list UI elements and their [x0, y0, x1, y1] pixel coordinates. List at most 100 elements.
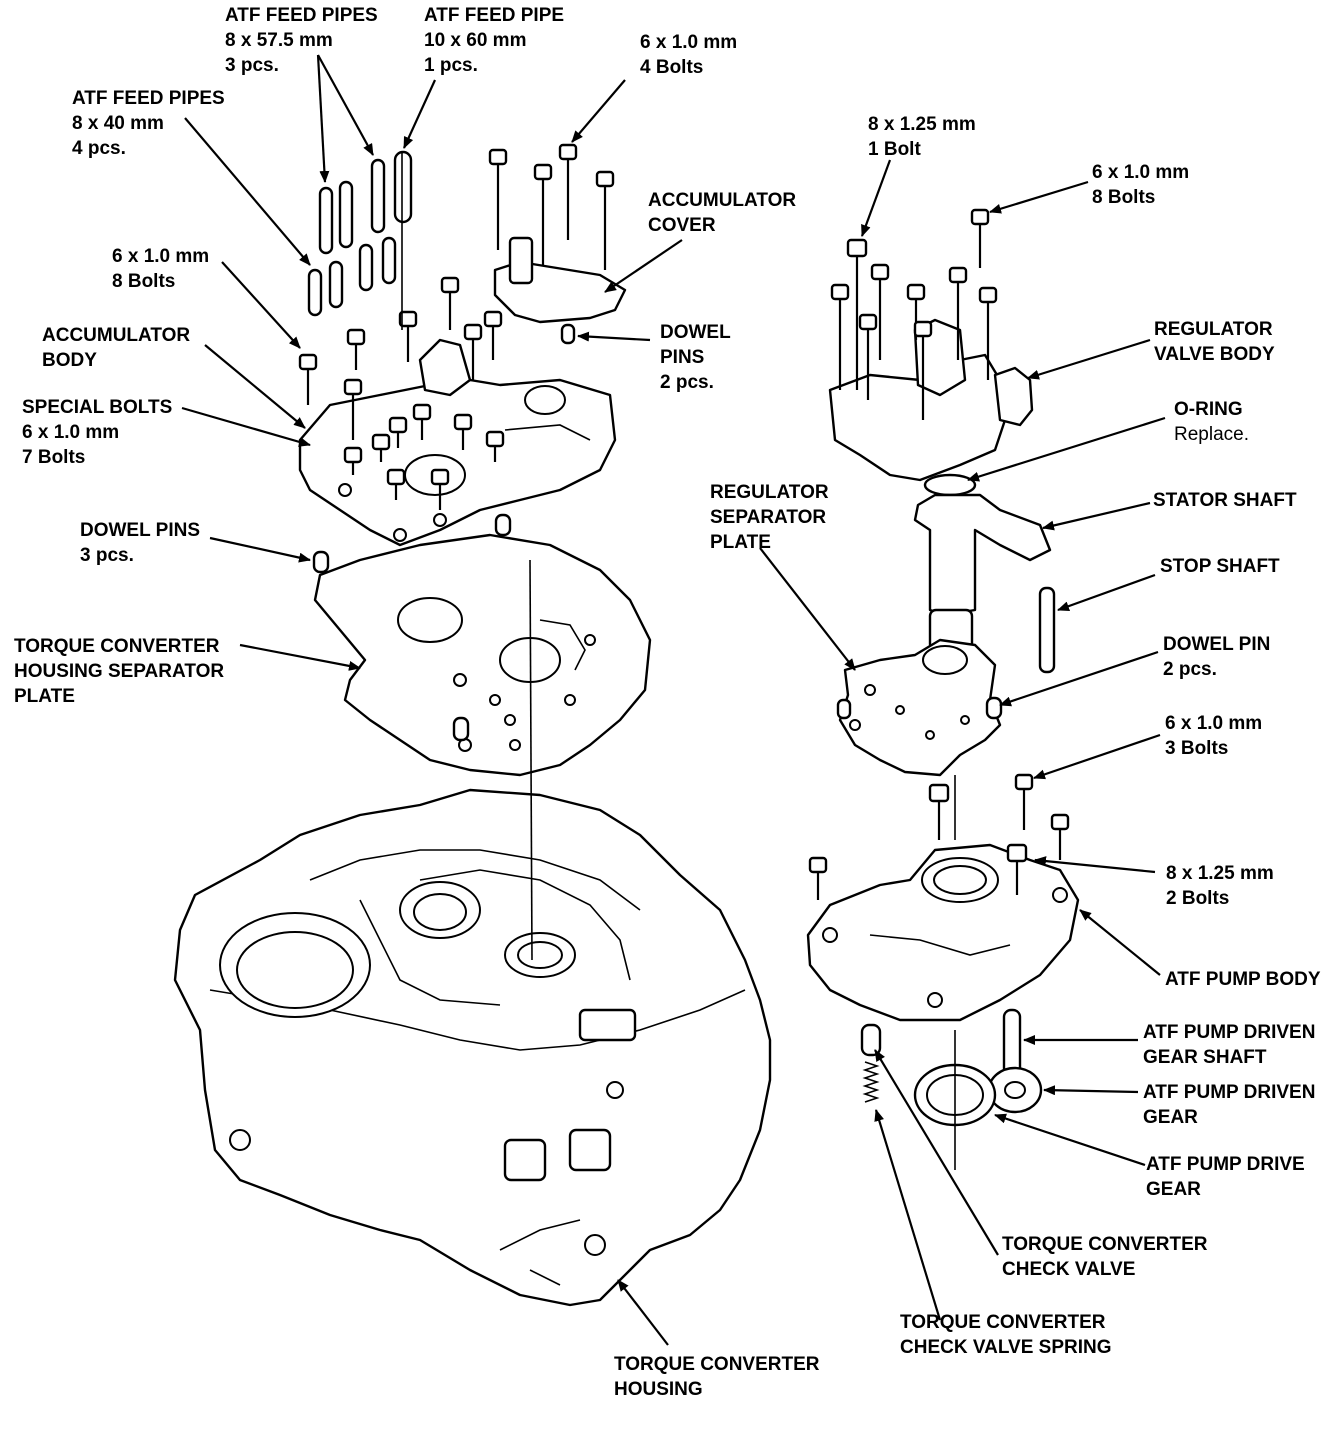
- atf-feed-pipes: [307, 150, 413, 317]
- regulator-valve-body: [828, 208, 1034, 482]
- label-bolts-6x1-4: 6 x 1.0 mm 4 Bolts: [640, 30, 737, 80]
- label-bolts-6x1-8-right: 6 x 1.0 mm 8 Bolts: [1092, 160, 1189, 210]
- label-line: 6 x 1.0 mm: [112, 246, 210, 267]
- label-line: 8 x 1.25 mm: [1166, 863, 1274, 884]
- label-line: ATF FEED PIPES: [72, 88, 225, 109]
- label-line: COVER: [648, 215, 716, 236]
- label-accumulator-cover: ACCUMULATOR COVER: [648, 188, 796, 238]
- regulator-separator-plate: [836, 638, 1003, 777]
- label-atf-feed-pipes-40: ATF FEED PIPES 8 x 40 mm 4 pcs.: [72, 86, 225, 161]
- label-line: SEPARATOR: [710, 507, 827, 528]
- label-stator-shaft: STATOR SHAFT: [1153, 488, 1297, 513]
- label-line: 3 pcs.: [80, 545, 134, 566]
- label-atf-pump-driven-gear-shaft: ATF PUMP DRIVEN GEAR SHAFT: [1143, 1020, 1315, 1070]
- label-line: DOWEL PIN: [1163, 634, 1271, 655]
- label-atf-feed-pipe-60: ATF FEED PIPE 10 x 60 mm 1 pcs.: [424, 3, 564, 78]
- leader-lines: [181, 54, 1166, 1346]
- label-bolts-8x1-25-2: 8 x 1.25 mm 2 Bolts: [1166, 861, 1274, 911]
- label-line: 6 x 1.0 mm: [22, 422, 120, 443]
- label-line: 6 x 1.0 mm: [1092, 162, 1190, 183]
- label-line: 4 pcs.: [72, 138, 126, 159]
- dowel-pin-left: [312, 550, 330, 574]
- label-stop-shaft: STOP SHAFT: [1160, 554, 1280, 579]
- torque-converter-check-valve-spring: [862, 1061, 880, 1103]
- label-line: TORQUE CONVERTER: [14, 636, 220, 657]
- label-line: GEAR: [1146, 1179, 1201, 1200]
- label-line: 8 x 1.25 mm: [868, 114, 976, 135]
- label-line: REGULATOR: [710, 482, 829, 503]
- label-line: 8 Bolts: [1092, 187, 1156, 208]
- label-line: 3 Bolts: [1165, 738, 1229, 759]
- label-line: TORQUE CONVERTER: [1002, 1234, 1208, 1255]
- label-line: 4 Bolts: [640, 57, 704, 78]
- label-line: 2 Bolts: [1166, 888, 1230, 909]
- label-torque-converter-housing-separator-plate: TORQUE CONVERTER HOUSING SEPARATOR PLATE: [14, 634, 224, 709]
- bolts-left-group: [298, 143, 615, 742]
- label-line: BODY: [42, 350, 97, 371]
- label-atf-feed-pipes-57-5: ATF FEED PIPES 8 x 57.5 mm 3 pcs.: [225, 3, 378, 78]
- label-dowel-pins-2: DOWEL PINS 2 pcs.: [660, 320, 731, 395]
- atf-pump-driven-gear-shaft: [1002, 1008, 1022, 1077]
- torque-converter-housing: [173, 788, 772, 1307]
- label-line: STOP SHAFT: [1160, 556, 1280, 577]
- torque-converter-housing-separator-plate: [313, 533, 652, 777]
- label-line: 8 Bolts: [112, 271, 176, 292]
- label-atf-pump-driven-gear: ATF PUMP DRIVEN GEAR: [1143, 1080, 1315, 1130]
- accumulator-cover: [493, 236, 627, 324]
- label-line: ATF PUMP BODY: [1165, 969, 1321, 990]
- label-regulator-separator-plate: REGULATOR SEPARATOR PLATE: [710, 480, 829, 555]
- label-line: 2 pcs.: [660, 372, 714, 393]
- label-line: ATF FEED PIPES: [225, 5, 378, 26]
- label-line: 1 pcs.: [424, 55, 478, 76]
- label-line: ATF PUMP DRIVEN: [1143, 1082, 1316, 1103]
- atf-pump-body: [806, 773, 1080, 1022]
- atf-pump-driven-gear: [987, 1066, 1043, 1114]
- label-line: 8 x 40 mm: [72, 113, 164, 134]
- label-dowel-pin-2: DOWEL PIN 2 pcs.: [1163, 632, 1270, 682]
- label-line: 6 x 1.0 mm: [640, 32, 738, 53]
- label-line: 2 pcs.: [1163, 659, 1217, 680]
- label-line: TORQUE CONVERTER: [900, 1312, 1106, 1333]
- label-torque-converter-check-valve-spring: TORQUE CONVERTER CHECK VALVE SPRING: [900, 1310, 1112, 1360]
- label-line: HOUSING: [614, 1379, 703, 1400]
- label-line: 8 x 57.5 mm: [225, 30, 333, 51]
- label-special-bolts: SPECIAL BOLTS 6 x 1.0 mm 7 Bolts: [22, 395, 172, 470]
- label-line: Replace.: [1174, 424, 1249, 445]
- label-line: PLATE: [14, 686, 75, 707]
- label-line: TORQUE CONVERTER: [614, 1354, 820, 1375]
- label-line: HOUSING SEPARATOR: [14, 661, 225, 682]
- label-line: CHECK VALVE SPRING: [900, 1337, 1112, 1358]
- label-atf-pump-body: ATF PUMP BODY: [1165, 967, 1321, 992]
- label-line: ACCUMULATOR: [648, 190, 797, 211]
- label-bolts-6x1-3: 6 x 1.0 mm 3 Bolts: [1165, 711, 1262, 761]
- torque-converter-check-valve: [860, 1023, 882, 1057]
- label-line: 1 Bolt: [868, 139, 921, 160]
- label-atf-pump-drive-gear: ATF PUMP DRIVE GEAR: [1146, 1152, 1305, 1202]
- label-line: 7 Bolts: [22, 447, 86, 468]
- label-line: DOWEL: [660, 322, 731, 343]
- accumulator-body: [298, 338, 617, 547]
- label-dowel-pins-3: DOWEL PINS 3 pcs.: [80, 518, 200, 568]
- label-regulator-valve-body: REGULATOR VALVE BODY: [1154, 317, 1275, 367]
- label-o-ring: O-RING Replace.: [1174, 397, 1249, 447]
- label-line: VALVE BODY: [1154, 344, 1275, 365]
- label-bolt-8x1-25-1: 8 x 1.25 mm 1 Bolt: [868, 112, 976, 162]
- label-line: GEAR SHAFT: [1143, 1047, 1267, 1068]
- label-line: O-RING: [1174, 399, 1243, 420]
- label-line: PINS: [660, 347, 705, 368]
- label-line: 6 x 1.0 mm: [1165, 713, 1263, 734]
- label-torque-converter-check-valve: TORQUE CONVERTER CHECK VALVE: [1002, 1232, 1208, 1282]
- label-accumulator-body: ACCUMULATOR BODY: [42, 323, 190, 373]
- label-line: GEAR: [1143, 1107, 1198, 1128]
- label-line: SPECIAL BOLTS: [22, 397, 173, 418]
- stop-shaft: [1038, 586, 1056, 674]
- label-line: CHECK VALVE: [1002, 1259, 1136, 1280]
- label-bolts-6x1-8-left: 6 x 1.0 mm 8 Bolts: [112, 244, 209, 294]
- label-line: STATOR SHAFT: [1153, 490, 1297, 511]
- label-line: DOWEL PINS: [80, 520, 200, 541]
- label-line: 10 x 60 mm: [424, 30, 527, 51]
- stator-shaft: [913, 473, 1052, 652]
- label-line: REGULATOR: [1154, 319, 1273, 340]
